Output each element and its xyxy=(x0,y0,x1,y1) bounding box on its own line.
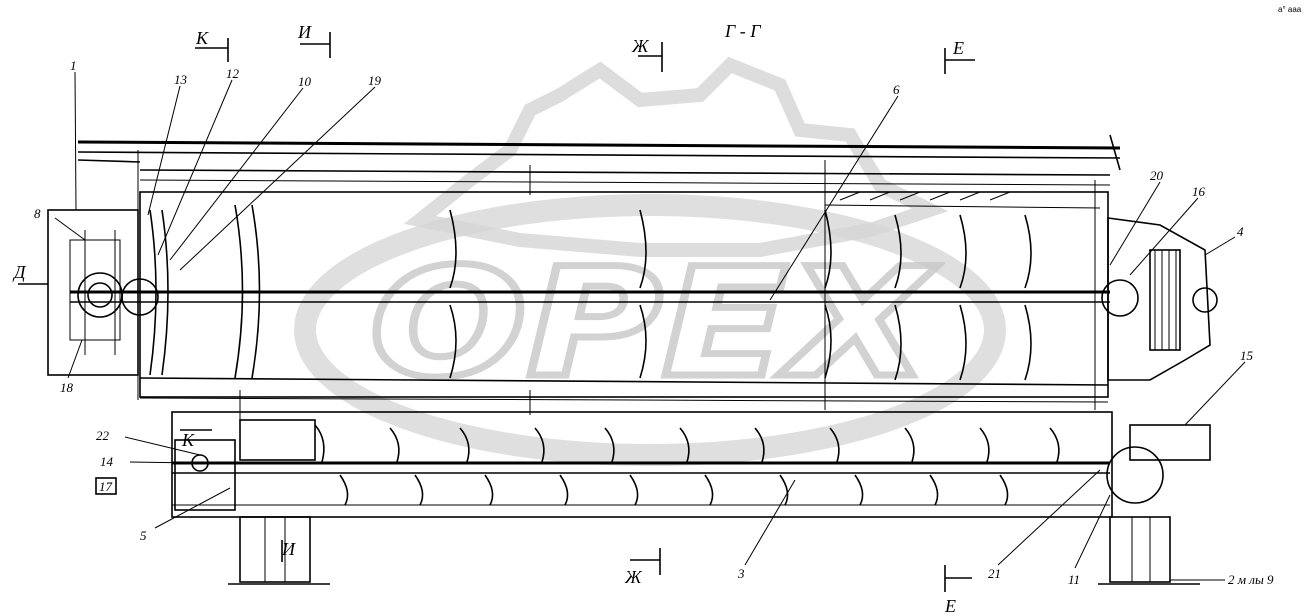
watermark-gear xyxy=(403,56,949,257)
right-drive-unit xyxy=(1101,217,1218,381)
section-mark-k-top: К xyxy=(195,28,209,48)
callout-4: 4 xyxy=(1237,224,1244,239)
callout-12: 12 xyxy=(226,66,240,81)
section-mark-zh-top: Ж xyxy=(631,36,650,56)
callout-18: 18 xyxy=(60,380,74,395)
top-frame xyxy=(77,134,1121,186)
callout-14: 14 xyxy=(100,454,114,469)
corner-mark: а° ааа xyxy=(1278,5,1302,14)
callout-1: 1 xyxy=(70,58,77,73)
callout-21: 21 xyxy=(988,566,1001,581)
callout-19: 19 xyxy=(368,73,382,88)
callout-17-box xyxy=(95,477,117,495)
section-mark-d-left: Д xyxy=(12,262,27,282)
callout-5: 5 xyxy=(140,528,147,543)
leader-lines xyxy=(54,71,1246,581)
section-markers xyxy=(18,32,975,592)
section-mark-e-top: Е xyxy=(952,38,964,58)
callout-6: 6 xyxy=(893,82,900,97)
callout-22: 22 xyxy=(96,428,110,443)
drum-chamber xyxy=(70,150,1110,420)
callout-8: 8 xyxy=(34,206,41,221)
callout-11: 11 xyxy=(1068,572,1080,587)
left-bearing-housing xyxy=(47,209,159,376)
section-mark-i-low: И xyxy=(281,539,296,559)
watermark-ring xyxy=(294,194,1006,466)
callout-10: 10 xyxy=(298,74,312,89)
section-mark-k-low: К xyxy=(181,430,195,450)
callouts: 1 13 12 10 19 6 20 16 4 8 18 22 14 17 5 … xyxy=(34,58,1274,587)
callout-3: 3 xyxy=(737,566,745,581)
auger-trough xyxy=(171,411,1211,518)
section-title: Г - Г xyxy=(724,21,761,41)
section-mark-e-bottom: Е xyxy=(944,596,956,616)
callout-17: 17 xyxy=(99,479,113,494)
section-mark-i-top: И xyxy=(297,22,312,42)
support-legs xyxy=(228,516,1200,585)
callout-13: 13 xyxy=(174,72,188,87)
callout-15: 15 xyxy=(1240,348,1254,363)
callout-16: 16 xyxy=(1192,184,1206,199)
callout-2: 2 м лы 9 xyxy=(1228,572,1274,587)
callout-20: 20 xyxy=(1150,168,1164,183)
section-mark-zh-bottom: Ж xyxy=(624,567,643,587)
watermark-text: ОРЕХ xyxy=(370,237,938,411)
watermark: ОРЕХ xyxy=(294,56,1006,466)
